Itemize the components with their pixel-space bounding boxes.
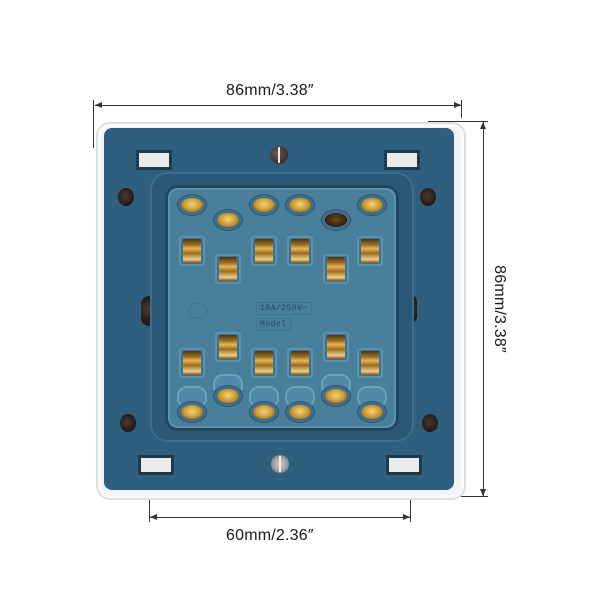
terminal-screw <box>181 405 203 419</box>
arrow-up-icon <box>480 122 486 129</box>
top-dimension-tick-left <box>93 100 94 148</box>
arrow-right-icon <box>454 102 461 108</box>
terminal-screw <box>361 198 383 212</box>
terminal-screw <box>253 405 275 419</box>
screw-hole-top-right <box>420 188 436 206</box>
screw-boss <box>177 386 207 408</box>
terminal-screw <box>289 405 311 419</box>
mounting-slot-bottom-left <box>138 455 174 475</box>
bottom-dimension-tick-left <box>149 492 150 522</box>
arrow-down-icon <box>480 489 486 496</box>
terminal-screw <box>181 198 203 212</box>
terminal-screw <box>361 405 383 419</box>
wire-terminal <box>179 236 205 266</box>
screw-hole-top-left <box>118 188 134 206</box>
right-dimension-tick-top <box>428 121 488 122</box>
wire-terminal <box>251 348 277 378</box>
wire-terminal <box>215 332 241 362</box>
bottom-width-dimension-label: 60mm/2.36″ <box>226 527 314 544</box>
arrow-right-icon <box>403 514 410 520</box>
rivet-bottom-center <box>271 455 289 473</box>
terminal-screw <box>325 213 347 227</box>
arrow-left-icon <box>95 102 102 108</box>
wire-terminal <box>323 332 349 362</box>
wire-terminal <box>251 236 277 266</box>
terminal-screw <box>253 198 275 212</box>
wire-terminal <box>357 348 383 378</box>
screw-boss <box>357 386 387 408</box>
arrow-left-icon <box>150 514 157 520</box>
terminal-screw <box>217 213 239 227</box>
right-height-dimension-label: 86mm/3.38″ <box>491 265 508 353</box>
top-dimension-line <box>95 105 461 106</box>
screw-boss <box>285 386 315 408</box>
wire-terminal <box>287 236 313 266</box>
screw-boss <box>249 386 279 408</box>
screw-hole-bottom-right <box>422 414 438 432</box>
mounting-slot-top-right <box>384 150 420 170</box>
terminal-screw <box>325 389 347 403</box>
wire-terminal <box>287 348 313 378</box>
top-dimension-tick-right <box>461 100 462 118</box>
model-label: Model <box>256 318 291 331</box>
terminal-screw <box>217 389 239 403</box>
screw-hole-bottom-left <box>120 414 136 432</box>
rating-label: 10A/250V~ <box>256 302 312 315</box>
mounting-slot-bottom-right <box>386 455 422 475</box>
right-dimension-line <box>483 122 484 496</box>
terminal-screw <box>289 198 311 212</box>
bottom-dimension-line <box>150 517 410 518</box>
certification-logo-icon <box>188 303 208 319</box>
bottom-dimension-tick-right <box>410 496 411 522</box>
wire-terminal <box>215 254 241 284</box>
top-width-dimension-label: 86mm/3.38″ <box>226 82 314 99</box>
wire-terminal <box>323 254 349 284</box>
mounting-slot-top-left <box>136 150 172 170</box>
rivet-top-center <box>270 146 288 164</box>
wire-terminal <box>357 236 383 266</box>
wire-terminal <box>179 348 205 378</box>
